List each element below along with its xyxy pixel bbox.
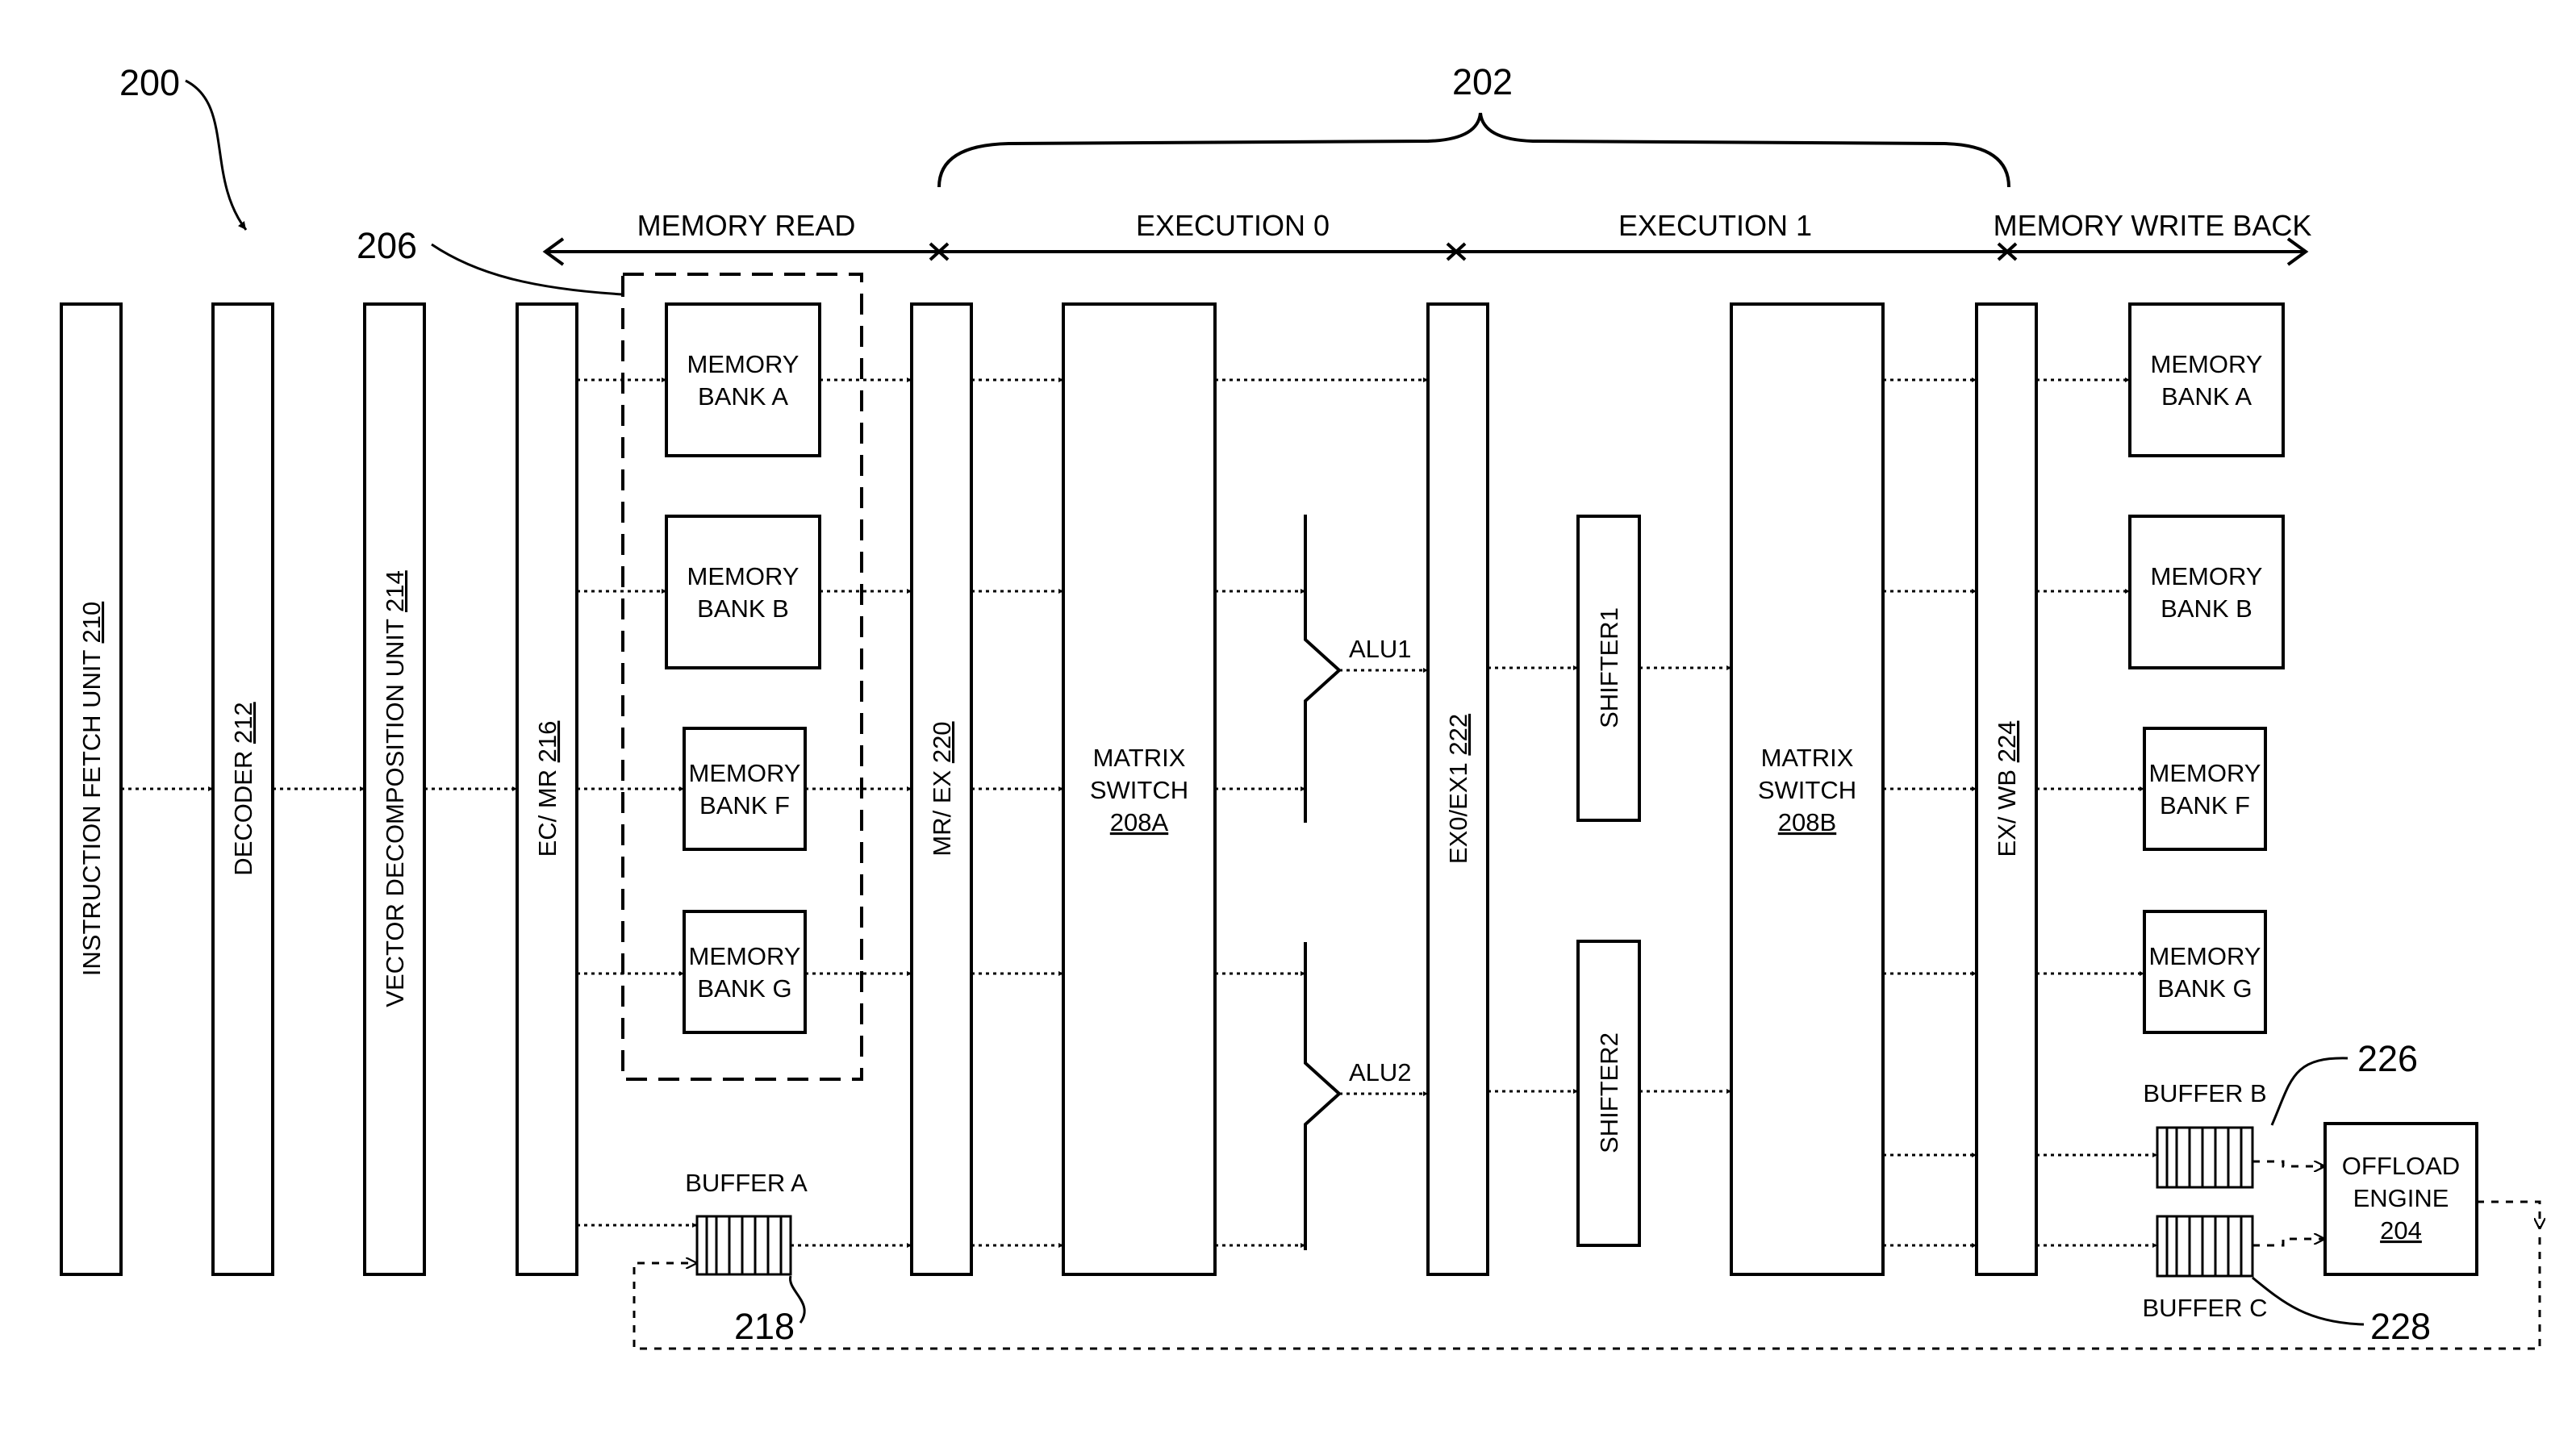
pipeline-ref-label: 202: [1452, 61, 1513, 102]
write-bank-a: MEMORY BANK A: [2130, 304, 2283, 456]
matrix-switch-a: MATRIX SWITCH 208A: [1063, 304, 1215, 1274]
svg-text:EC/ MR 216: EC/ MR 216: [533, 721, 562, 857]
read-bank-a: MEMORY BANK A: [666, 304, 820, 456]
buffer-c-ref-label: 228: [2370, 1306, 2431, 1347]
ecmr-to-bank-arrows: [577, 380, 684, 974]
svg-text:208B: 208B: [1778, 808, 1836, 836]
ex0ex1-to-shifter-arrows: [1488, 668, 1578, 1091]
shifter2: SHIFTER2: [1578, 941, 1639, 1245]
stage-memory-read: MEMORY READ: [637, 209, 856, 242]
svg-text:BANK G: BANK G: [697, 974, 791, 1003]
instruction-fetch-unit: INSTRUCTION FETCH UNIT 210: [61, 304, 121, 1274]
svg-text:BANK A: BANK A: [698, 382, 788, 411]
decoder-unit: DECODER 212: [213, 304, 273, 1274]
svg-text:MEMORY: MEMORY: [689, 759, 801, 787]
buffer-c-label: BUFFER C: [2143, 1294, 2268, 1322]
stage-memory-write-back: MEMORY WRITE BACK: [1994, 209, 2312, 242]
buffer-b-ref-label: 226: [2357, 1038, 2418, 1079]
alu1-label: ALU1: [1349, 635, 1412, 663]
svg-text:204: 204: [2380, 1216, 2422, 1245]
write-bank-b: MEMORY BANK B: [2130, 516, 2283, 668]
buffer-b-label: BUFFER B: [2143, 1079, 2266, 1107]
figure-ref-arrow: [186, 81, 246, 230]
ex-wb-register: EX/ WB 224: [1977, 304, 2036, 1274]
svg-text:MEMORY: MEMORY: [2149, 759, 2261, 787]
alu2-label: ALU2: [1349, 1058, 1412, 1086]
svg-text:BANK F: BANK F: [2160, 791, 2250, 819]
svg-text:MR/ EX 220: MR/ EX 220: [928, 721, 956, 856]
mr-ex-register: MR/ EX 220: [912, 304, 971, 1274]
figure-ref-label: 200: [119, 62, 180, 103]
alu1: [1305, 515, 1339, 823]
buffer-c-ref-leader: [2252, 1278, 2364, 1324]
svg-text:MEMORY: MEMORY: [687, 350, 800, 378]
svg-text:BANK F: BANK F: [699, 791, 790, 819]
ec-mr-register: EC/ MR 216: [517, 304, 577, 1274]
stage-timeline: [545, 239, 2306, 265]
offload-output-arrow: [2477, 1202, 2540, 1229]
pipeline-brace: [939, 113, 2009, 187]
svg-text:VECTOR DECOMPOSITION UNIT 214: VECTOR DECOMPOSITION UNIT 214: [381, 570, 409, 1007]
svg-text:SHIFTER1: SHIFTER1: [1595, 607, 1623, 728]
mrex-to-switch-a-arrows: [971, 380, 1063, 1245]
offload-engine: OFFLOAD ENGINE 204: [2325, 1124, 2477, 1274]
switch-b-to-exwb-arrows: [1883, 380, 1977, 1245]
svg-text:BANK G: BANK G: [2157, 974, 2252, 1003]
read-bank-b: MEMORY BANK B: [666, 516, 820, 668]
svg-text:MEMORY: MEMORY: [687, 562, 800, 590]
svg-text:MATRIX: MATRIX: [1093, 744, 1186, 772]
buffer-c: [2157, 1216, 2252, 1276]
group-ref-label: 206: [357, 225, 417, 266]
svg-text:BANK B: BANK B: [2161, 594, 2252, 623]
svg-text:MATRIX: MATRIX: [1761, 744, 1854, 772]
svg-text:MEMORY: MEMORY: [2149, 942, 2261, 970]
read-bank-g: MEMORY BANK G: [684, 911, 805, 1032]
svg-text:DECODER 212: DECODER 212: [229, 702, 257, 875]
read-bank-f: MEMORY BANK F: [684, 728, 805, 849]
write-bank-f: MEMORY BANK F: [2144, 728, 2265, 849]
matrix-switch-b: MATRIX SWITCH 208B: [1731, 304, 1883, 1274]
stage-execution-1: EXECUTION 1: [1618, 209, 1812, 242]
buffer-b-ref-leader: [2272, 1058, 2348, 1125]
svg-text:SHIFTER2: SHIFTER2: [1595, 1032, 1623, 1153]
shifter-to-switch-b-arrows: [1639, 668, 1731, 1091]
svg-text:MEMORY: MEMORY: [2151, 350, 2263, 378]
buffer-a-label: BUFFER A: [685, 1169, 808, 1197]
stage-execution-0: EXECUTION 0: [1136, 209, 1330, 242]
svg-text:EX0/EX1 222: EX0/EX1 222: [1444, 714, 1472, 864]
svg-text:MEMORY: MEMORY: [2151, 562, 2263, 590]
svg-text:SWITCH: SWITCH: [1090, 776, 1188, 804]
svg-text:OFFLOAD: OFFLOAD: [2342, 1152, 2460, 1180]
buffer-a-ref-label: 218: [734, 1306, 795, 1347]
buffer-b: [2157, 1128, 2252, 1187]
svg-text:208A: 208A: [1110, 808, 1169, 836]
svg-text:INSTRUCTION FETCH UNIT 210: INSTRUCTION FETCH UNIT 210: [77, 602, 106, 976]
buffers-to-offload-arrows: [2252, 1161, 2325, 1245]
exwb-to-bank-arrows: [2036, 380, 2144, 974]
svg-text:EX/ WB 224: EX/ WB 224: [1993, 721, 2021, 857]
svg-text:ENGINE: ENGINE: [2353, 1184, 2449, 1212]
buffer-a: [697, 1216, 791, 1274]
bank-to-mrex-arrows: [805, 380, 912, 974]
svg-text:BANK A: BANK A: [2161, 382, 2252, 411]
vector-decomposition-unit: VECTOR DECOMPOSITION UNIT 214: [365, 304, 424, 1274]
svg-text:SWITCH: SWITCH: [1758, 776, 1856, 804]
svg-text:MEMORY: MEMORY: [689, 942, 801, 970]
alu2: [1305, 942, 1339, 1250]
shifter1: SHIFTER1: [1578, 516, 1639, 820]
exwb-to-buffers-arrows: [2036, 1155, 2157, 1245]
svg-text:BANK B: BANK B: [697, 594, 789, 623]
write-bank-g: MEMORY BANK G: [2144, 911, 2265, 1032]
switch-a-outputs: [1215, 380, 1428, 1245]
ex0-ex1-register: EX0/EX1 222: [1428, 304, 1488, 1274]
